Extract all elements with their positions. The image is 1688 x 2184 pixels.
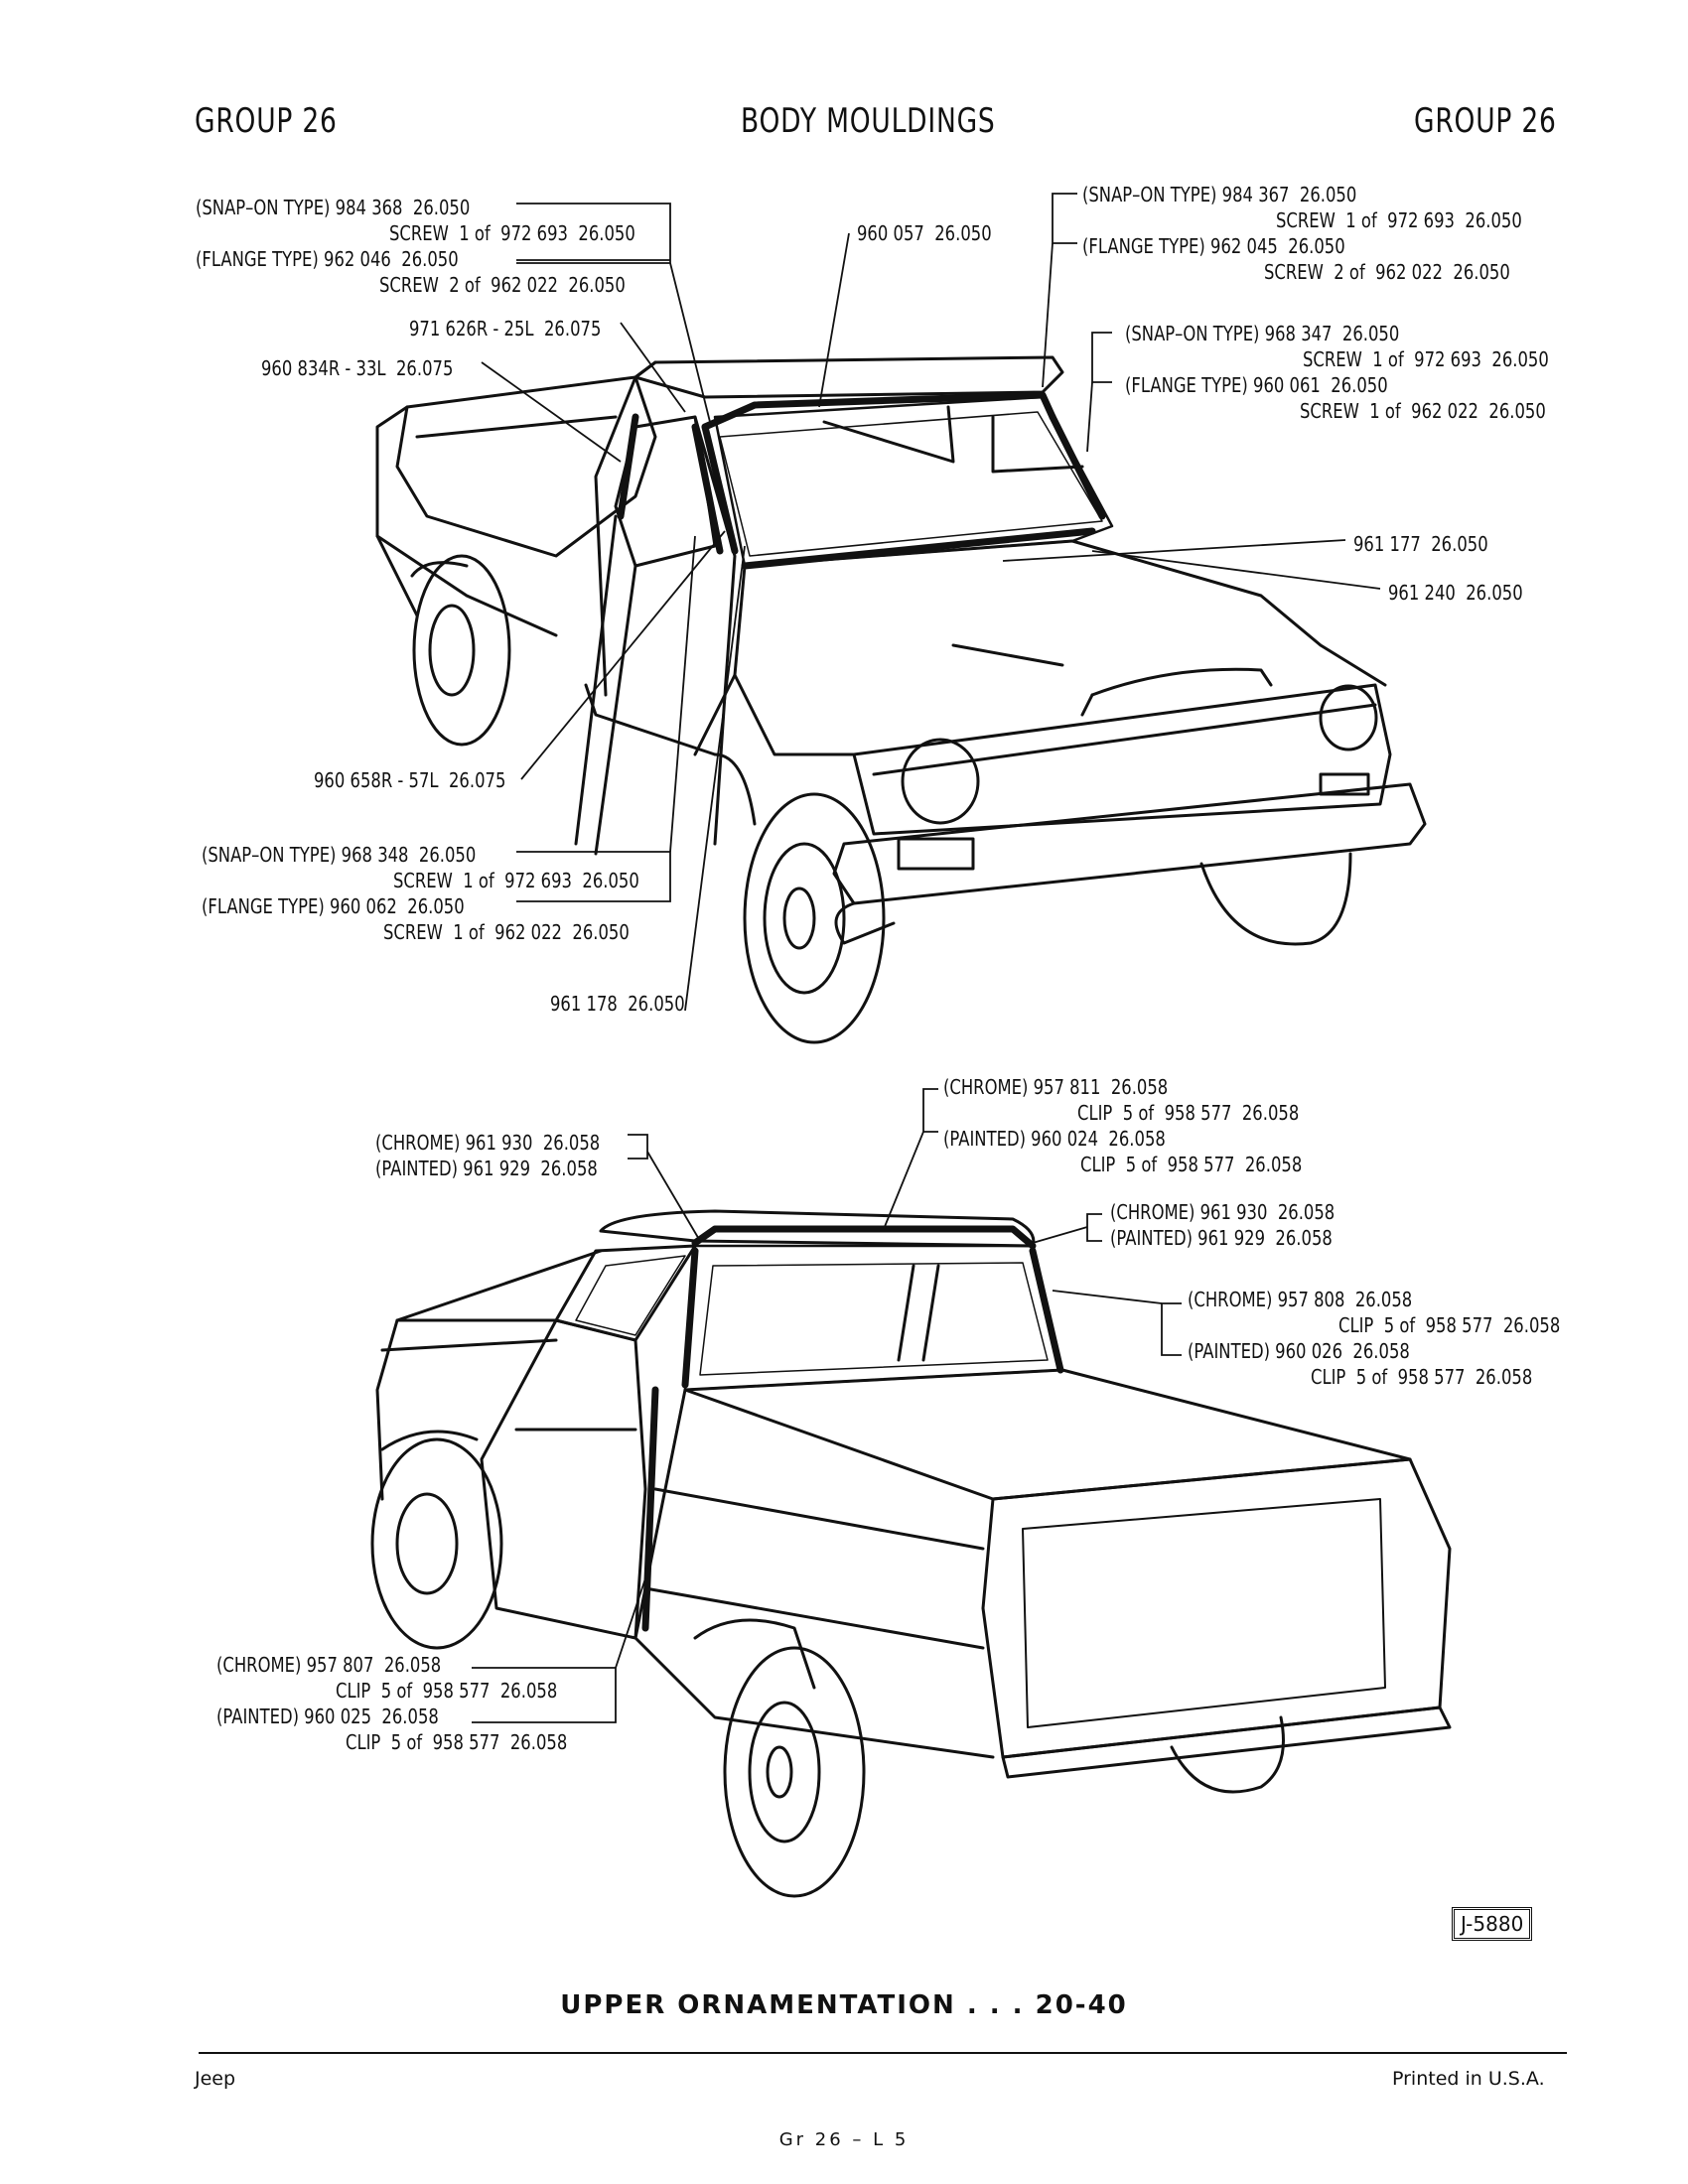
figure-caption: UPPER ORNAMENTATION . . . 20-40: [560, 1990, 1128, 2020]
r-chrome-clip-label: CLIP 5 of 958 577 26.058: [1338, 1313, 1561, 1337]
r2-flange-label: (FLANGE TYPE) 960 061 26.050: [1125, 373, 1388, 397]
page-number: Gr 26 – L 5: [778, 2129, 910, 2150]
r2-flange-screw-label: SCREW 1 of 962 022 26.050: [1300, 399, 1546, 423]
footer-rule: [199, 2052, 1567, 2054]
r-painted-clip-label: CLIP 5 of 958 577 26.058: [1311, 1365, 1533, 1389]
left-chrome-label: (CHROME) 961 930 26.058: [375, 1131, 601, 1155]
r2-snap-screw-label: SCREW 1 of 972 693 26.050: [1303, 347, 1549, 371]
top-painted-label: (PAINTED) 960 024 26.058: [943, 1127, 1166, 1151]
bl-flange-screw-label: SCREW 1 of 962 022 26.050: [383, 920, 630, 944]
figure-tag: J-5880: [1452, 1907, 1533, 1941]
part-960834-label: 960 834R - 33L 26.075: [261, 356, 454, 380]
page-title: BODY MOULDINGS: [741, 101, 996, 141]
part-961177-label: 961 177 26.050: [1353, 532, 1488, 556]
bl-painted-label: (PAINTED) 960 025 26.058: [216, 1705, 439, 1728]
r2-snap-label: (SNAP–ON TYPE) 968 347 26.050: [1125, 322, 1400, 345]
r-chrome-label: (CHROME) 957 808 26.058: [1188, 1288, 1413, 1311]
part-961178-label: 961 178 26.050: [550, 992, 685, 1016]
tl-flange-screw-label: SCREW 2 of 962 022 26.050: [379, 273, 626, 297]
tr-flange-label: (FLANGE TYPE) 962 045 26.050: [1082, 234, 1345, 258]
tr-snap-screw-label: SCREW 1 of 972 693 26.050: [1276, 208, 1522, 232]
footer-brand: Jeep: [195, 2068, 236, 2090]
front-view-truck: [375, 355, 1427, 1044]
right-painted-label: (PAINTED) 961 929 26.058: [1110, 1226, 1333, 1250]
tr-flange-screw-label: SCREW 2 of 962 022 26.050: [1264, 260, 1510, 284]
group-label-left: GROUP 26: [195, 101, 338, 141]
part-971626-label: 971 626R - 25L 26.075: [409, 317, 602, 341]
center-top-label: 960 057 26.050: [857, 221, 992, 245]
bl-flange-label: (FLANGE TYPE) 960 062 26.050: [202, 894, 465, 918]
bl-snap-screw-label: SCREW 1 of 972 693 26.050: [393, 869, 639, 892]
part-961240-label: 961 240 26.050: [1388, 581, 1523, 605]
bl-chrome-label: (CHROME) 957 807 26.058: [216, 1653, 442, 1677]
top-painted-clip-label: CLIP 5 of 958 577 26.058: [1080, 1153, 1303, 1176]
bl-snap-label: (SNAP–ON TYPE) 968 348 26.050: [202, 843, 477, 867]
bl-painted-clip-label: CLIP 5 of 958 577 26.058: [346, 1730, 568, 1754]
bl-chrome-clip-label: CLIP 5 of 958 577 26.058: [336, 1679, 558, 1703]
right-chrome-label: (CHROME) 961 930 26.058: [1110, 1200, 1336, 1224]
tr-snap-label: (SNAP–ON TYPE) 984 367 26.050: [1082, 183, 1357, 206]
group-label-right: GROUP 26: [1414, 101, 1557, 141]
tl-snap-screw-label: SCREW 1 of 972 693 26.050: [389, 221, 635, 245]
tl-flange-label: (FLANGE TYPE) 962 046 26.050: [196, 247, 459, 271]
r-painted-label: (PAINTED) 960 026 26.058: [1188, 1339, 1410, 1363]
part-960658-label: 960 658R - 57L 26.075: [314, 768, 506, 792]
footer-printed: Printed in U.S.A.: [1392, 2068, 1545, 2090]
top-chrome-label: (CHROME) 957 811 26.058: [943, 1075, 1169, 1099]
tl-snap-label: (SNAP–ON TYPE) 984 368 26.050: [196, 196, 471, 219]
left-painted-label: (PAINTED) 961 929 26.058: [375, 1157, 598, 1180]
top-chrome-clip-label: CLIP 5 of 958 577 26.058: [1077, 1101, 1300, 1125]
rear-view-truck: [370, 1209, 1452, 1898]
